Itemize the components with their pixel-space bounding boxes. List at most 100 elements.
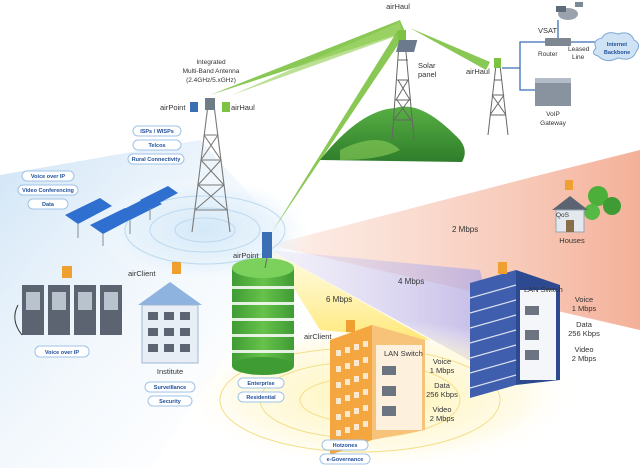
svg-text:Enterprise: Enterprise [247,381,274,387]
svg-text:Rural Connectivity: Rural Connectivity [132,157,182,163]
internet-cloud-icon [592,32,640,62]
green-links [210,20,490,232]
antenna-label-3: (2.4GHz/5.xGHz) [186,77,236,84]
solar-label-2: panel [418,70,437,79]
airhaul-top-label: airHaul [386,2,410,11]
internet-label-2: Backbone [604,50,630,56]
pill-surveillance: Surveillance [144,381,196,393]
hill-tower [391,29,415,141]
vsat-label: VSAT [538,26,557,35]
rate-bottom-building: 6 Mbps [326,295,352,304]
bottom-lan-switch-label: LAN Switch [384,349,423,358]
airclient-badge-bottom [346,320,355,332]
pill-rural: Rural Connectivity [127,153,185,165]
solar-label-1: Solar [418,61,436,70]
airclient-badge-houses [565,180,573,190]
right-voice-rate: 1 Mbps [572,304,597,313]
airpoint-left-label: airPoint [160,103,186,112]
right-video-label: Video [574,345,593,354]
pill-enterprise: Enterprise [237,377,285,389]
rate-right-building: 4 Mbps [398,277,424,286]
svg-text:Residential: Residential [246,395,276,401]
pill-hotzones: Hotzones [321,439,369,451]
bottom-voice-label: Voice [433,357,451,366]
pill-isps: ISPs / WISPs [132,125,182,137]
main-tower [191,104,231,233]
hill-antenna [398,30,406,42]
houses-label: Houses [559,236,585,245]
svg-text:Telcos: Telcos [148,143,165,149]
svg-text:Surveillance: Surveillance [154,385,186,391]
camera-icon-bottom [382,406,396,416]
bottom-voice-rate: 1 Mbps [430,366,455,375]
svg-text:e-Governance: e-Governance [327,457,364,463]
solar-arrays [65,186,178,246]
pill-data: Data [27,198,69,210]
computer-icon [525,330,539,340]
airclient-badge-right [498,262,507,274]
pill-voice-bottom: Voice over IP [34,345,90,358]
router-icon [545,38,571,46]
pill-residential: Residential [237,391,285,403]
airhaul-antenna-left [222,102,230,112]
pill-security: Security [147,395,193,407]
airhaul-left-label: airHaul [231,103,255,112]
signal-rings [124,195,286,265]
svg-text:Video Conferencing: Video Conferencing [22,188,74,194]
bottom-video-rate: 2 Mbps [430,414,455,423]
airclient-badge-institute [172,262,181,274]
enterprise-building [232,258,294,375]
right-data-rate: 256 Kbps [568,329,600,338]
rate-houses: 2 Mbps [452,225,478,234]
pill-egov: e-Governance [319,453,371,465]
antenna-label-2: Multi-Band Antenna [183,68,240,75]
right-airhaul-antenna [494,58,501,68]
right-video-rate: 2 Mbps [572,354,597,363]
voip-label-1: VoIP [546,111,560,118]
svg-text:Voice over IP: Voice over IP [31,174,65,180]
vsat-dish-icon [556,2,583,20]
svg-text:ISPs / WISPs: ISPs / WISPs [140,129,174,135]
right-airhaul-tower [487,64,509,136]
internet-label-1: Internet [607,42,627,48]
computer-icon-bottom [382,386,396,396]
right-data-label: Data [576,320,593,329]
router-label: Router [538,51,558,58]
beam-bottom-building [270,250,430,340]
pill-voice: Voice over IP [21,170,75,182]
pill-video: Video Conferencing [17,184,79,196]
bottom-video-label: Video [432,405,451,414]
institute-building [138,282,202,364]
airhaul-right-label: airHaul [466,67,490,76]
svg-text:Voice over IP: Voice over IP [45,350,79,356]
bottom-data-label: Data [434,381,451,390]
phone-icon [525,306,539,315]
antenna-label-1: Integrated [196,59,226,66]
houses-group [552,186,621,233]
phone-icon-bottom [382,366,396,375]
svg-text:Security: Security [159,399,182,405]
right-lan-switch-label: LAN Switch [524,285,563,294]
airclient-badge-booths [62,266,72,278]
voip-label-2: Gateway [540,120,566,127]
pill-telcos: Telcos [132,139,182,151]
qos-label: QoS [556,212,570,219]
institute-label: Institute [157,367,183,376]
leased-line-label-2: Line [572,54,585,61]
leased-line-label-1: Leased [568,46,590,53]
airpoint-center-antenna [262,232,272,258]
airclient-left-label: airClient [128,269,156,278]
airclient-center-label: airClient [304,332,332,341]
svg-text:Data: Data [42,202,55,208]
bottom-data-rate: 256 Kbps [426,390,458,399]
phone-booths [14,285,122,336]
airpoint-antenna-left [190,102,198,112]
airpoint-center-label: airPoint [233,251,259,260]
solar-panel-icon [396,40,418,52]
camera-icon [525,350,539,360]
backbone-wires [502,20,596,91]
svg-text:Hotzones: Hotzones [333,443,358,449]
right-voice-label: Voice [575,295,593,304]
multi-band-antenna-icon [205,98,215,110]
